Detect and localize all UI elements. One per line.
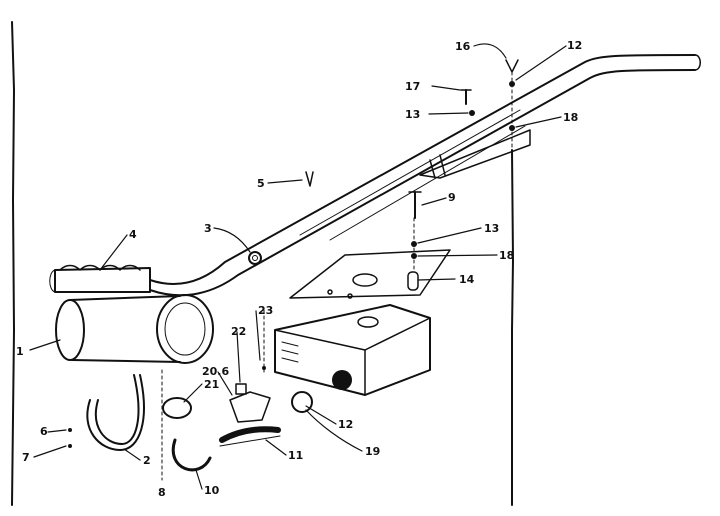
callout-5: 5 bbox=[257, 177, 265, 190]
switch-assembly bbox=[229, 383, 271, 423]
callout-3: 3 bbox=[204, 222, 212, 235]
callout-7: 7 bbox=[22, 451, 30, 464]
callout-12-top: 12 bbox=[567, 39, 582, 52]
screw-9-top bbox=[408, 191, 422, 219]
callout-9-top: 9 bbox=[448, 191, 456, 204]
callout-13-mid: 13 bbox=[484, 222, 499, 235]
nut-13-top bbox=[469, 110, 475, 116]
callout-18-mid: 18 bbox=[499, 249, 514, 262]
callout-20-6: 20.6 bbox=[202, 365, 229, 378]
cord-11 bbox=[219, 426, 281, 447]
callout-labels: 16 12 17 13 18 5 9 4 3 13 18 14 23 22 20… bbox=[16, 39, 582, 499]
frame-edge-right bbox=[511, 149, 514, 506]
callout-8: 8 bbox=[158, 486, 166, 499]
hose-2 bbox=[86, 374, 145, 451]
callout-17: 17 bbox=[405, 80, 420, 93]
hose-10 bbox=[171, 438, 212, 472]
callout-13-top: 13 bbox=[405, 108, 420, 121]
callout-16: 16 bbox=[455, 40, 471, 53]
callout-14: 14 bbox=[459, 273, 475, 286]
screw-17 bbox=[460, 89, 472, 105]
frame-edge-left bbox=[11, 21, 15, 506]
callout-1: 1 bbox=[16, 345, 24, 358]
fastener-16 bbox=[505, 59, 519, 73]
spacer-14 bbox=[407, 271, 419, 291]
callout-12-bottom: 12 bbox=[338, 418, 353, 431]
alignment-lines bbox=[161, 71, 513, 481]
mounting-plate bbox=[289, 249, 451, 299]
motor-port bbox=[332, 370, 352, 390]
callout-11: 11 bbox=[288, 449, 303, 462]
callout-10: 10 bbox=[204, 484, 220, 497]
callout-21: 21 bbox=[204, 378, 219, 391]
callout-18-top: 18 bbox=[563, 111, 578, 124]
leader-lines bbox=[29, 43, 567, 490]
motor-housing bbox=[274, 304, 431, 396]
fastener-5 bbox=[305, 171, 314, 187]
callout-19: 19 bbox=[365, 445, 380, 458]
rear-bracket bbox=[419, 129, 531, 179]
dust-bag-cylinder bbox=[55, 294, 214, 364]
callout-6: 6 bbox=[40, 425, 48, 438]
callout-23: 23 bbox=[258, 304, 273, 317]
clamp-12-bottom bbox=[291, 391, 313, 413]
clamp-21 bbox=[162, 397, 192, 419]
callout-2: 2 bbox=[143, 454, 151, 467]
washer-7 bbox=[68, 444, 72, 448]
screw-23 bbox=[262, 366, 266, 370]
callout-22: 22 bbox=[231, 325, 246, 338]
callout-4: 4 bbox=[129, 228, 137, 241]
screw-6 bbox=[68, 428, 72, 432]
